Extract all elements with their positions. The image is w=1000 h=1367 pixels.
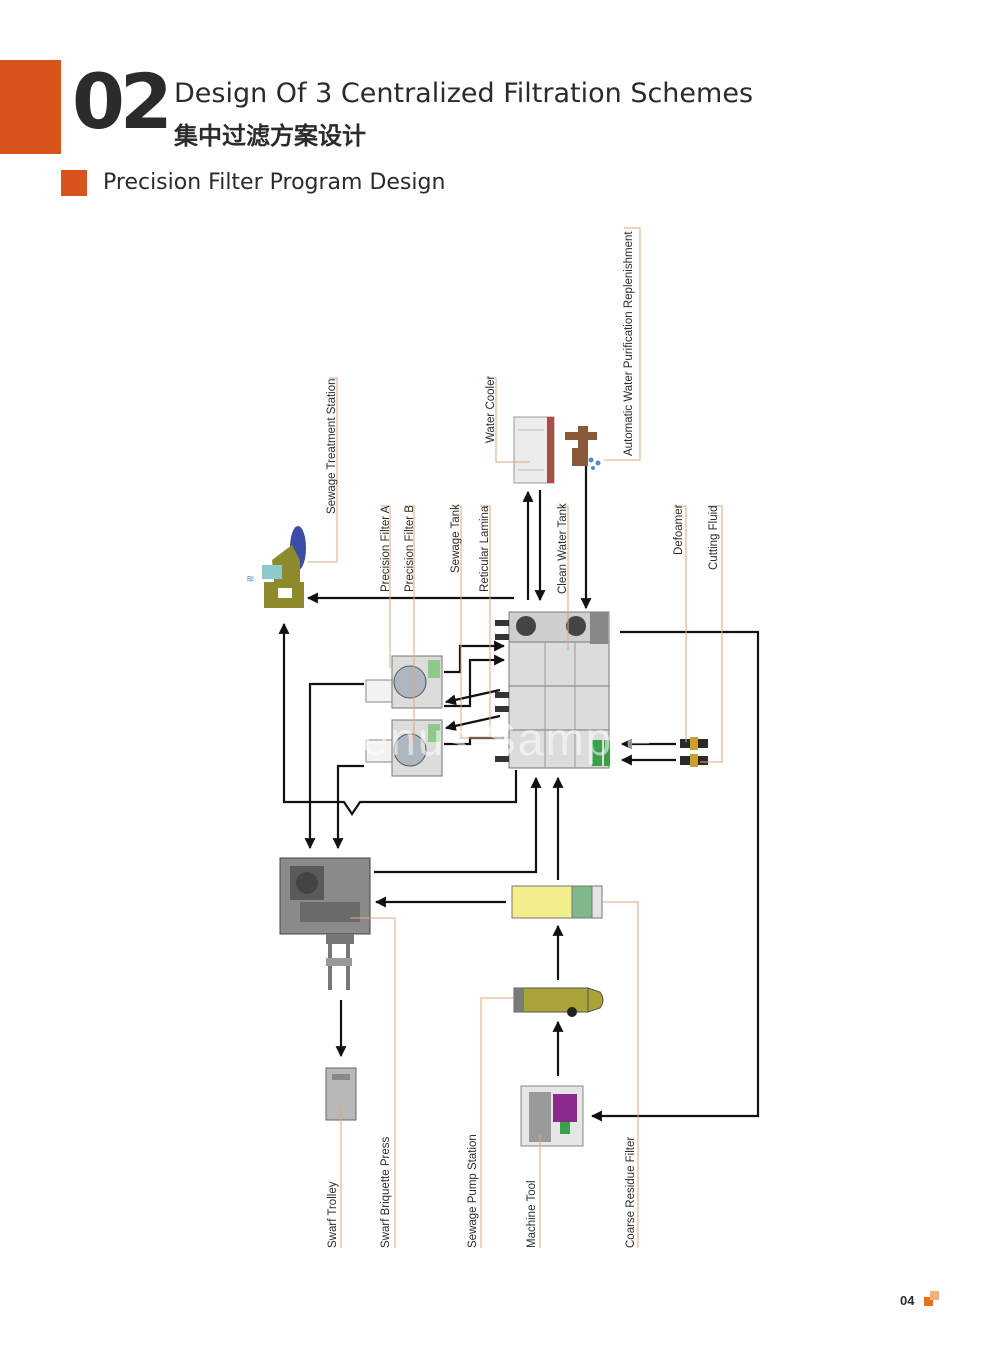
machine-tool-unit: [520, 1085, 584, 1147]
defoamer-dispenser: [680, 737, 708, 750]
page-number: 04: [900, 1293, 915, 1308]
precision-filter-a-unit: [365, 655, 443, 709]
label-precision-filter-a: Precision Filter A: [380, 505, 392, 592]
label-clean-water-tank: Clean Water Tank: [557, 503, 569, 594]
page-number-marker-light: [930, 1291, 939, 1300]
label-water-cooler: Water Cooler: [485, 376, 497, 443]
page-title: Design Of 3 Centralized Filtration Schem…: [174, 78, 754, 109]
swarf-briquette-press-unit: [279, 857, 371, 990]
swarf-trolley-unit: [325, 1067, 357, 1121]
flow-lines: [278, 466, 760, 1122]
central-filtration-system: [495, 611, 610, 769]
subtitle-marker: [61, 170, 87, 196]
water-cooler-unit: [513, 416, 555, 484]
label-swarf-briquette-press: Swarf Briquette Press: [380, 1137, 392, 1248]
section-number: 02: [72, 57, 173, 146]
label-coarse-residue-filter: Coarse Residue Filter: [625, 1137, 637, 1248]
section-accent-block: [0, 60, 61, 154]
water-replenishment-unit: [565, 426, 601, 470]
precision-filter-b-unit: [365, 719, 443, 777]
cutting-fluid-dispenser: [680, 754, 708, 767]
label-defoamer: Defoamer: [673, 504, 685, 555]
label-sewage-pump-station: Sewage Pump Station: [467, 1134, 479, 1248]
sample-watermark: Benus Sample: [330, 713, 654, 765]
label-machine-tool: Machine Tool: [526, 1180, 538, 1248]
coarse-residue-filter-unit: [511, 885, 603, 919]
svg-text:≋: ≋: [246, 574, 254, 585]
label-sewage-treatment-station: Sewage Treatment Station: [326, 378, 338, 514]
sewage-pump-station-unit: [513, 987, 604, 1017]
label-precision-filter-b: Precision Filter B: [404, 505, 416, 592]
sewage-treatment-station-unit: ≋: [246, 526, 306, 608]
label-swarf-trolley: Swarf Trolley: [327, 1181, 339, 1248]
section-subtitle: Precision Filter Program Design: [103, 170, 446, 195]
page-title-chinese: 集中过滤方案设计: [174, 122, 366, 150]
leader-lines: [308, 227, 723, 1248]
label-auto-water-purification: Automatic Water Purification Replenishme…: [623, 231, 635, 456]
label-cutting-fluid: Cutting Fluid: [708, 505, 720, 570]
page-number-marker: [924, 1297, 933, 1306]
label-reticular-lamina: Reticular Lamina: [479, 505, 491, 592]
label-sewage-tank: Sewage Tank: [450, 504, 462, 573]
